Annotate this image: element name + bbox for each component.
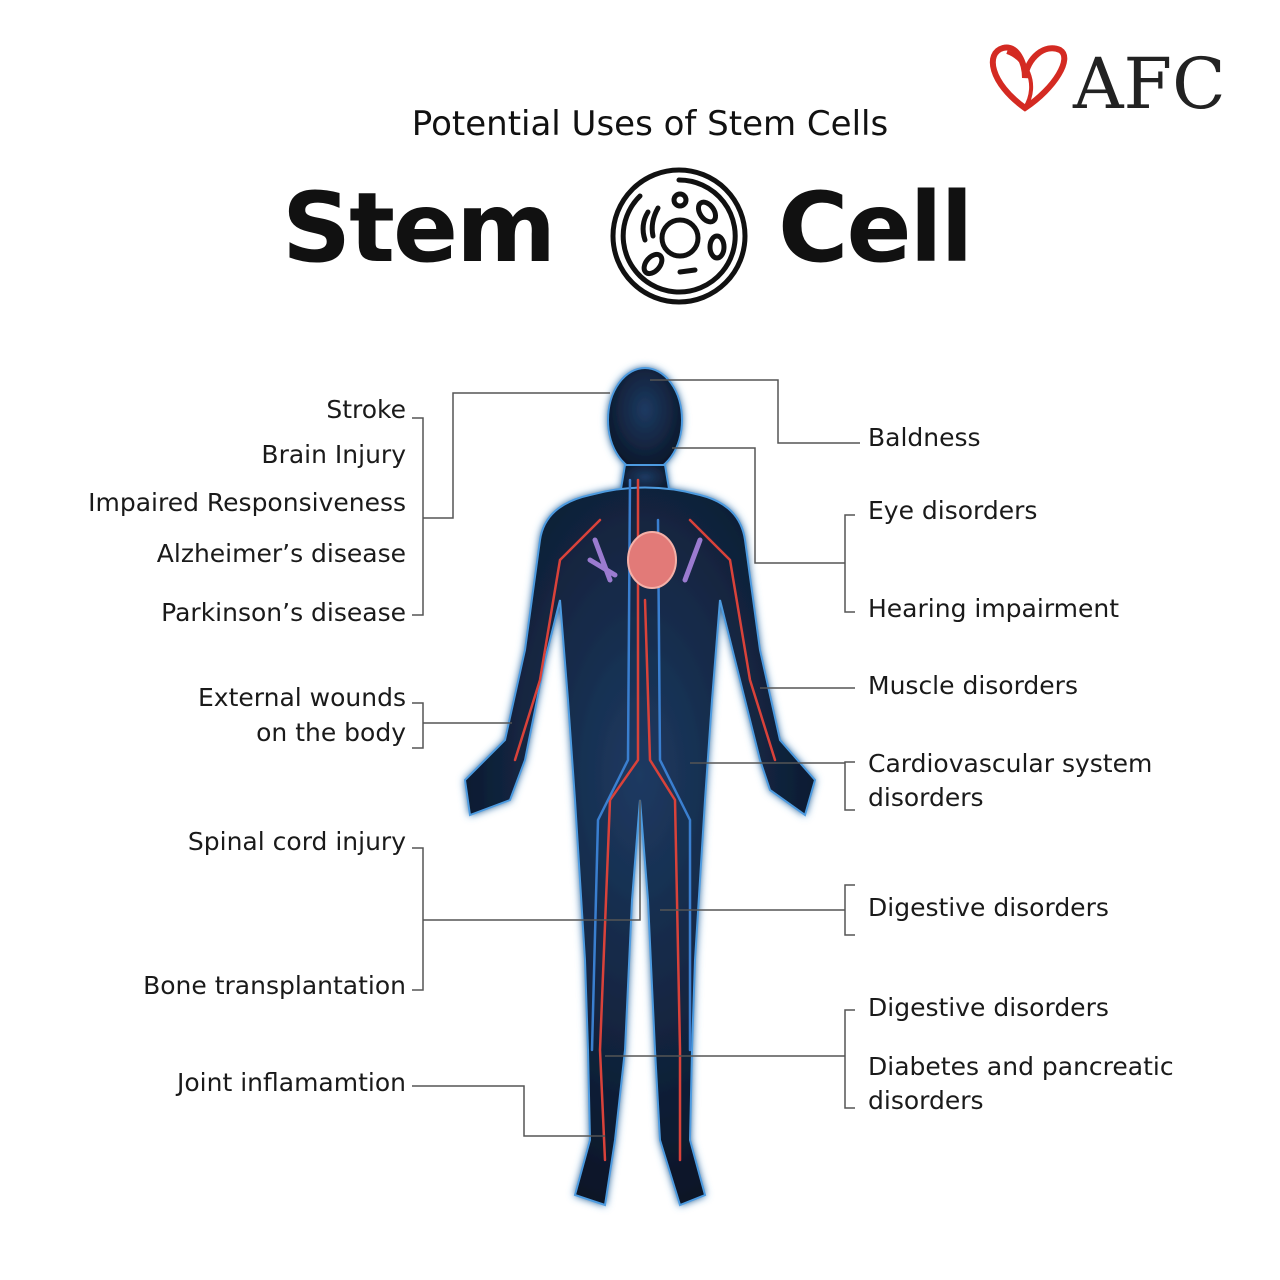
subtitle: Potential Uses of Stem Cells — [411, 104, 889, 144]
svg-text:AFC: AFC — [1072, 43, 1225, 118]
heart-icon — [627, 531, 677, 589]
label-digestive-1: Digestive disorders — [868, 893, 1109, 922]
title-word-cell: Cell — [778, 172, 973, 284]
label-hearing-impairment: Hearing impairment — [868, 594, 1120, 623]
label-baldness: Baldness — [868, 423, 981, 452]
label-bone-transplantation: Bone transplantation — [143, 971, 406, 1000]
label-stroke: Stroke — [326, 395, 406, 424]
label-brain-injury: Brain Injury — [261, 440, 406, 469]
label-diabetes-1: Diabetes and pancreatic — [868, 1052, 1174, 1081]
label-diabetes-2: disorders — [868, 1086, 984, 1115]
label-digestive-2: Digestive disorders — [868, 993, 1109, 1022]
label-cardiovascular-1: Cardiovascular system — [868, 749, 1153, 778]
label-eye-disorders: Eye disorders — [868, 496, 1038, 525]
label-muscle-disorders: Muscle disorders — [868, 671, 1078, 700]
afc-logo: AFC — [985, 38, 1226, 125]
label-cardiovascular-2: disorders — [868, 783, 984, 812]
label-external-wounds-2: on the body — [256, 718, 406, 747]
label-joint-inflammation: Joint inflamamtion — [177, 1068, 406, 1097]
label-alzheimers: Alzheimer’s disease — [156, 539, 406, 568]
label-external-wounds-1: External wounds — [198, 683, 406, 712]
label-parkinsons: Parkinson’s disease — [161, 598, 406, 627]
title-word-stem: Stem — [282, 172, 556, 284]
label-impaired-responsiveness: Impaired Responsiveness — [88, 488, 406, 517]
label-spinal-cord: Spinal cord injury — [187, 827, 406, 856]
